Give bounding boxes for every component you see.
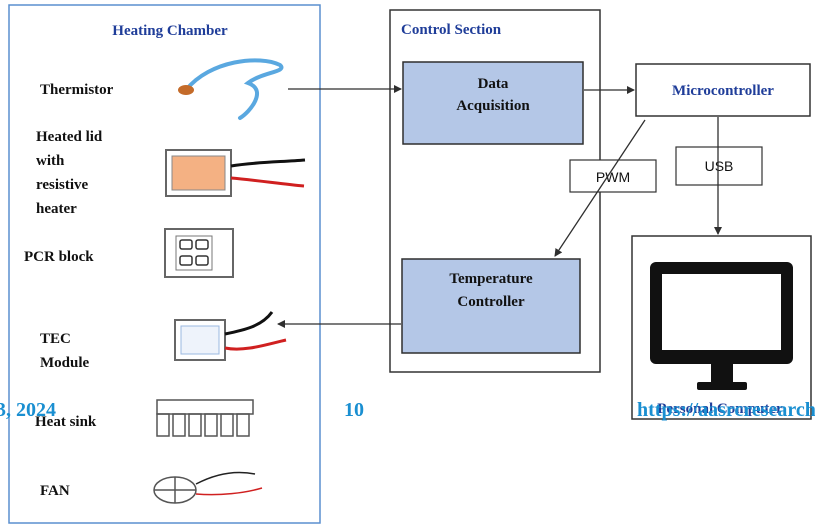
heat-sink-icon bbox=[156, 399, 254, 437]
heat-sink-label: Heat sink bbox=[35, 414, 97, 430]
heated-lid-label-line1: Heated lid bbox=[36, 129, 103, 145]
temperature-controller-label-line2: Controller bbox=[457, 294, 525, 310]
resistive-heater-icon bbox=[165, 149, 306, 197]
control-section-title: Control Section bbox=[401, 22, 502, 38]
pcr-block-label: PCR block bbox=[24, 249, 94, 265]
thermistor-label: Thermistor bbox=[40, 82, 114, 98]
pwm-label: PWM bbox=[596, 169, 630, 185]
temperature-controller-label-line1: Temperature bbox=[449, 271, 533, 287]
tec-module-icon bbox=[174, 311, 287, 361]
data-acquisition-label-line1: Data bbox=[478, 76, 509, 92]
heated-lid-label-line3: resistive bbox=[36, 177, 89, 193]
monitor-icon bbox=[650, 262, 793, 390]
microcontroller-box bbox=[635, 63, 811, 117]
usb-label: USB bbox=[705, 158, 734, 174]
usb-label-box bbox=[675, 146, 763, 186]
heated-lid-label-line4: heater bbox=[36, 201, 77, 217]
data-acquisition-label-line2: Acquisition bbox=[456, 98, 530, 114]
pcr-block-icon bbox=[164, 228, 234, 278]
footer-url-overlay: https://aasrcresearch bbox=[637, 399, 815, 421]
footer-date-overlay: 3, 2024 bbox=[0, 399, 56, 421]
heating-chamber-title: Heating Chamber bbox=[112, 23, 228, 39]
personal-computer-label: Personal Computer bbox=[657, 401, 783, 417]
tec-label-line1: TEC bbox=[40, 331, 71, 347]
pwm-label-box bbox=[569, 159, 657, 193]
fan-icon bbox=[153, 471, 263, 504]
fan-label: FAN bbox=[40, 483, 70, 499]
temperature-controller-box bbox=[401, 258, 581, 354]
footer-page-number-overlay: 10 bbox=[344, 399, 364, 421]
data-acquisition-box bbox=[402, 61, 584, 145]
microcontroller-label: Microcontroller bbox=[672, 83, 774, 99]
thermistor-icon bbox=[178, 58, 284, 120]
microcontroller-to-controller-arrow bbox=[554, 119, 646, 257]
heated-lid-label-line2: with bbox=[36, 153, 65, 169]
tec-label-line2: Module bbox=[40, 355, 90, 371]
